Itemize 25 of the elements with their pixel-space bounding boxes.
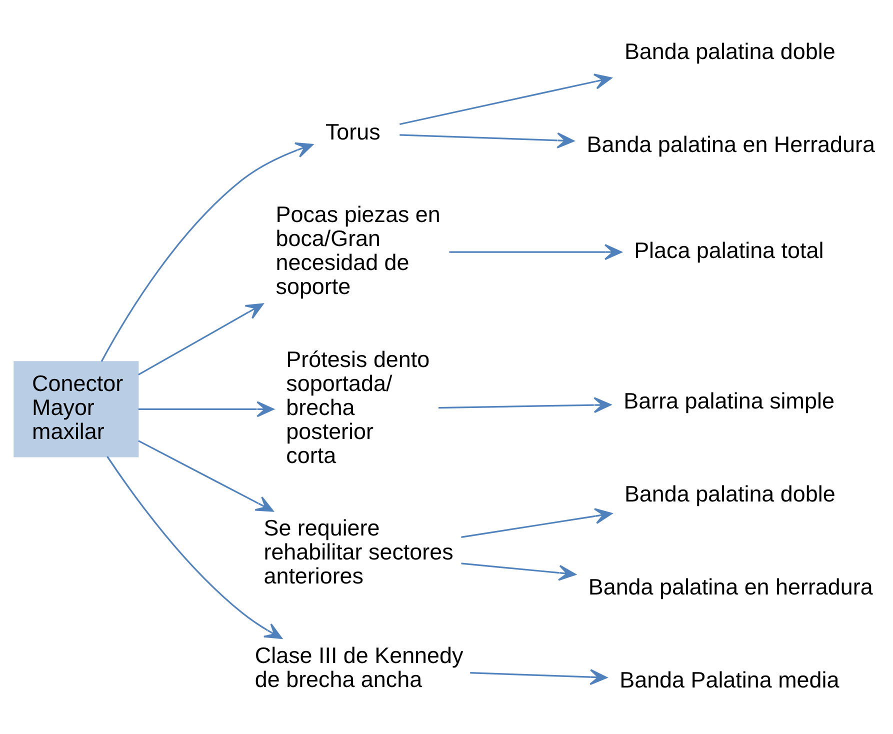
arrow: [449, 244, 622, 260]
node-text: Clase III de Kennedy de brecha ancha: [254, 642, 464, 692]
node-text: Pocas piezas en boca/Gran necesidad de soporte: [276, 201, 440, 299]
node-text: Banda Palatina media: [620, 667, 840, 692]
arrow: [106, 456, 282, 639]
node-text: Banda palatina en herradura: [588, 574, 873, 600]
arrow: [138, 302, 264, 375]
node-text: Banda palatina doble: [624, 481, 836, 506]
node-text: Se requiere rehabilitar sectores anteriores: [264, 514, 454, 588]
node-text: Banda palatina doble: [624, 38, 836, 64]
node-text: Prótesis dentosoportada/ brecha posterior corta: [286, 346, 430, 468]
node-text: Placa palatina total: [634, 238, 824, 262]
node-text: Banda palatina en Herradura: [586, 132, 875, 157]
arrow: [400, 132, 574, 148]
node-text: Torus: [325, 118, 380, 144]
arrow: [100, 142, 314, 362]
arrow: [461, 562, 576, 580]
arrow: [399, 73, 612, 125]
arrow: [470, 668, 608, 685]
arrow: [461, 508, 612, 538]
node-text: Barra palatina simple: [624, 388, 834, 414]
arrow: [438, 396, 612, 413]
arrow: [138, 440, 274, 512]
arrow: [138, 400, 274, 417]
node-box: Conector Mayor maxilar: [14, 360, 139, 457]
